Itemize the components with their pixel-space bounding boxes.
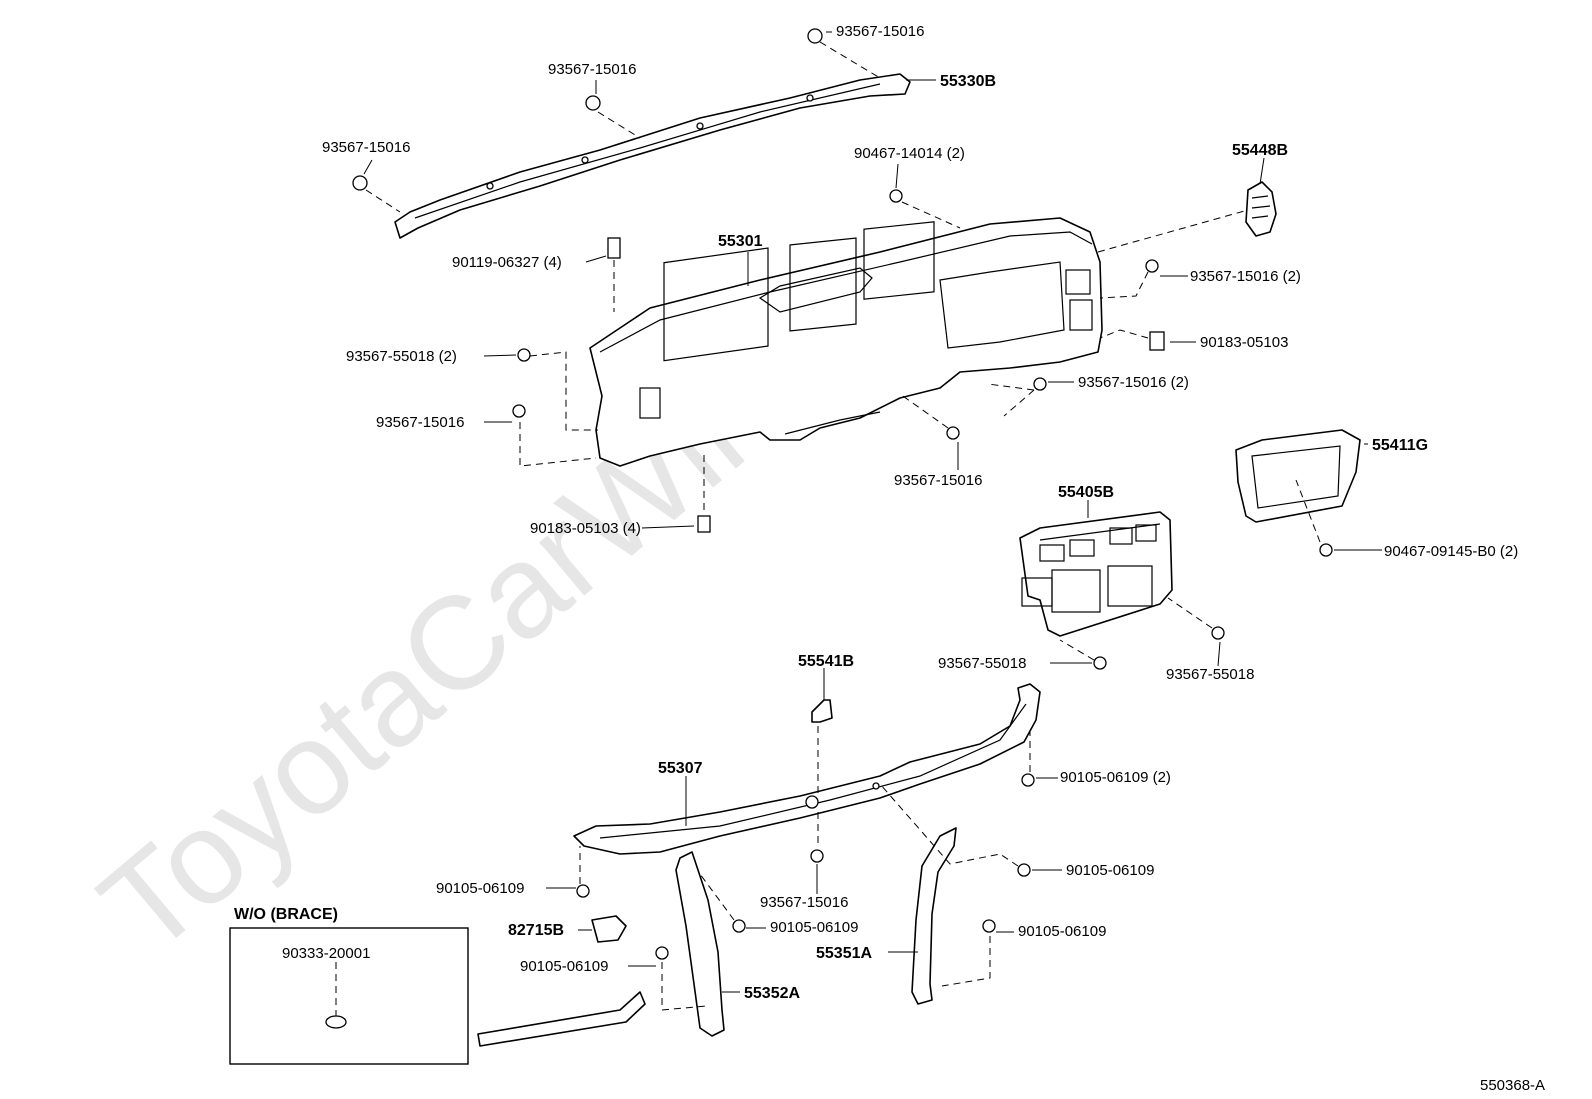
label-93567-15016: 93567-15016 <box>322 139 410 156</box>
label-90105-06109: 90105-06109 <box>1066 862 1154 879</box>
label-93567-15016: 93567-15016 <box>894 472 982 489</box>
label-90105-06109: 90105-06109 <box>1018 923 1106 940</box>
label-93567-15016-2: 93567-15016 (2) <box>1078 374 1189 391</box>
label-90467-09145-b0: 90467-09145-B0 (2) <box>1384 543 1518 560</box>
center-cluster-55405b <box>1019 511 1173 637</box>
clip-82715b <box>591 915 627 943</box>
label-90105-06109: 90105-06109 <box>436 880 524 897</box>
glove-box-55411g <box>1235 429 1361 523</box>
inset-part-label: 90333-20001 <box>282 945 370 962</box>
label-93567-15016: 93567-15016 <box>376 414 464 431</box>
label-82715b: 82715B <box>508 922 564 939</box>
label-90183-05103-4: 90183-05103 (4) <box>530 520 641 537</box>
label-90105-06109: 90105-06109 <box>770 919 858 936</box>
side-vent-55448b <box>1245 181 1277 237</box>
assembly-lines <box>365 41 1321 1011</box>
upper-reinforcement-55330b <box>394 73 911 239</box>
label-90183-05103: 90183-05103 <box>1200 334 1288 351</box>
label-90119-06327: 90119-06327 (4) <box>452 254 562 271</box>
label-55541b: 55541B <box>798 653 854 670</box>
diagram-code: 550368-A <box>1480 1077 1545 1094</box>
part-labels: 93567-15016 55330B 93567-15016 93567-150… <box>234 23 1545 1094</box>
lower-reinforcement-55307 <box>573 683 1041 855</box>
inset-title: W/O (BRACE) <box>234 906 338 923</box>
label-93567-15016: 93567-15016 <box>836 23 924 40</box>
label-93567-15016: 93567-15016 <box>760 894 848 911</box>
right-brace-55351a <box>911 827 957 1005</box>
inset-box <box>229 927 469 1065</box>
label-55405b: 55405B <box>1058 484 1114 501</box>
label-93567-15016-2: 93567-15016 (2) <box>1190 268 1301 285</box>
label-55411g: 55411G <box>1372 437 1428 454</box>
label-90467-14014: 90467-14014 (2) <box>854 145 965 162</box>
label-55351a: 55351A <box>816 945 872 962</box>
bracket-55541b <box>811 699 833 723</box>
inset-part-icon <box>325 1015 347 1029</box>
left-brace-55352a <box>675 851 725 1037</box>
label-55307: 55307 <box>658 760 703 777</box>
label-93567-55018-2: 93567-55018 (2) <box>346 348 457 365</box>
label-55448b: 55448B <box>1232 142 1288 159</box>
label-93567-55018: 93567-55018 <box>938 655 1026 672</box>
label-55330b: 55330B <box>940 73 996 90</box>
instrument-panel-55301 <box>589 217 1103 467</box>
label-90105-06109: 90105-06109 <box>520 958 608 975</box>
leader-lines <box>363 31 1382 993</box>
label-55301: 55301 <box>718 233 763 250</box>
label-55352a: 55352A <box>744 985 800 1002</box>
fastener-bolts <box>352 28 1333 960</box>
label-90105-06109-2: 90105-06109 (2) <box>1060 769 1171 786</box>
inset-arrow <box>477 991 646 1047</box>
label-93567-55018: 93567-55018 <box>1166 666 1254 683</box>
label-93567-15016: 93567-15016 <box>548 61 636 78</box>
